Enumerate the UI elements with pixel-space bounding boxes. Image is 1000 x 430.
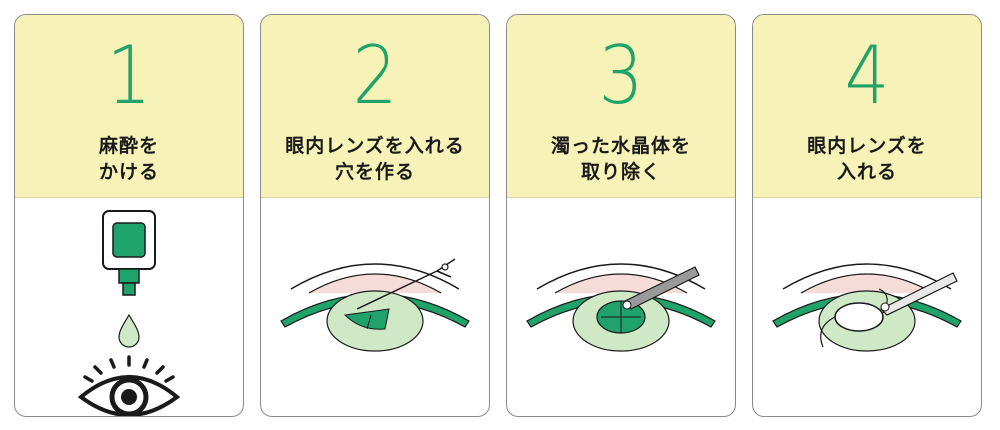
step-card-1: 1 麻酔を かける xyxy=(14,14,244,417)
step-card-3: 3 濁った水晶体を 取り除く xyxy=(506,14,736,417)
step-card-2: 2 眼内レンズを入れる 穴を作る xyxy=(260,14,490,417)
step-header: 1 麻酔を かける xyxy=(15,15,243,198)
step-label: 眼内レンズを入れる 穴を作る xyxy=(285,135,465,183)
step-label: 濁った水晶体を 取り除く xyxy=(550,135,691,183)
step-label: 麻酔を かける xyxy=(98,135,159,183)
step-header: 3 濁った水晶体を 取り除く xyxy=(507,15,735,198)
eyedrop-and-eye-icon xyxy=(15,197,243,416)
step-header: 2 眼内レンズを入れる 穴を作る xyxy=(261,15,489,198)
step-number: 4 xyxy=(844,29,890,122)
eye-lens-insertion-icon xyxy=(753,197,981,416)
step-number: 2 xyxy=(352,29,398,122)
step-card-4: 4 眼内レンズを 入れる xyxy=(752,14,982,417)
step-number: 1 xyxy=(106,29,152,122)
eye-incision-icon xyxy=(261,197,489,416)
step-number: 3 xyxy=(598,29,644,122)
step-header: 4 眼内レンズを 入れる xyxy=(753,15,981,198)
eye-lens-removal-icon xyxy=(507,197,735,416)
step-label: 眼内レンズを 入れる xyxy=(807,135,927,183)
